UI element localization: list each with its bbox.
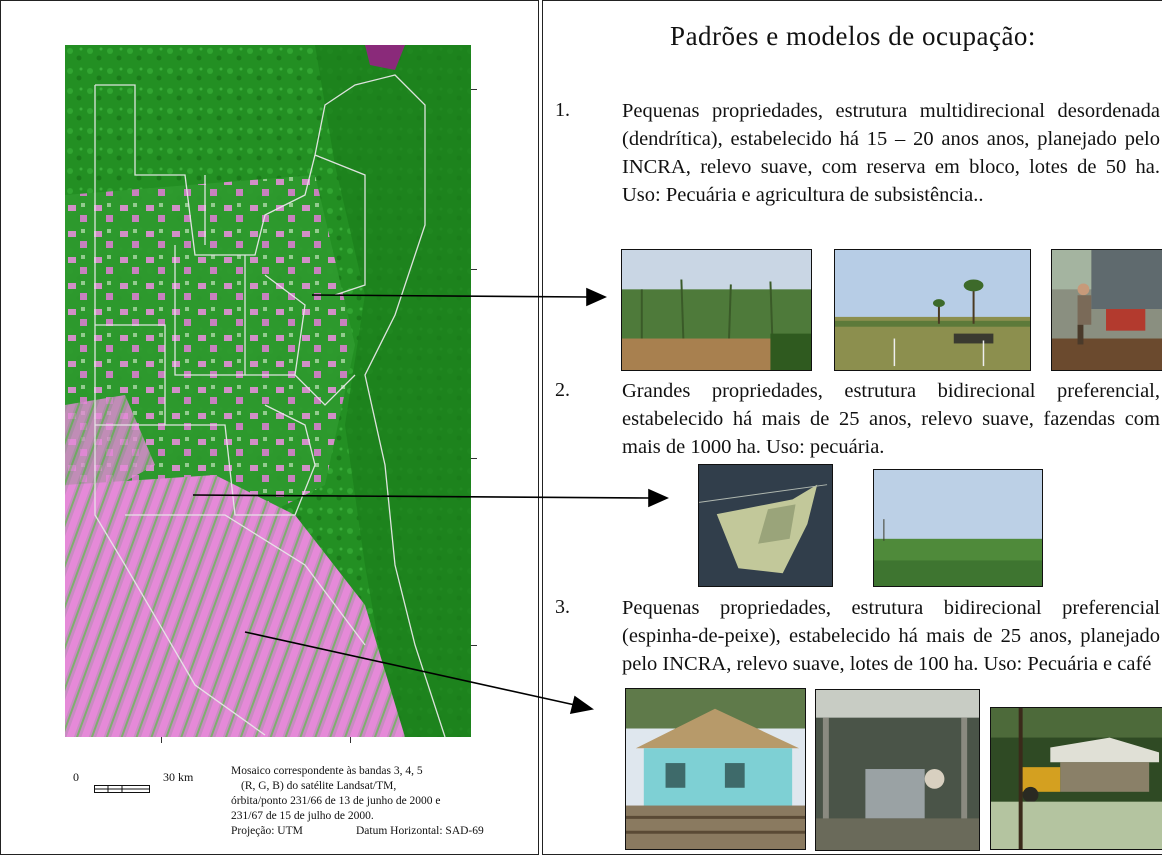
scale-bar <box>94 785 150 793</box>
caption-projection: Projeção: UTM <box>231 825 303 837</box>
item-number: 2. <box>555 379 570 401</box>
satellite-mosaic-image <box>65 45 471 737</box>
map-tick <box>471 458 477 459</box>
item-text: Pequenas propriedades, estrutura bidirec… <box>622 597 1160 675</box>
scale-zero-label: 0 <box>73 770 79 784</box>
item-number: 1. <box>555 99 570 121</box>
caption-line: órbita/ponto 231/66 de 13 de junho de 20… <box>231 795 441 807</box>
photo-farm-worker <box>1051 249 1162 371</box>
item-number: 3. <box>555 596 570 618</box>
page-title: Padrões e modelos de ocupação: <box>670 21 1036 51</box>
scale-distance-label: 30 km <box>163 770 194 784</box>
map-panel: 0 30 km Mosaico correspondente às bandas… <box>0 0 539 855</box>
caption-line: (R, G, B) do satélite Landsat/TM, <box>241 780 397 792</box>
map-tick <box>471 89 477 90</box>
caption-datum: Datum Horizontal: SAD-69 <box>356 825 484 837</box>
photo-open-pasture <box>873 469 1043 587</box>
map-tick <box>471 645 477 646</box>
item-text: Pequenas propriedades, estrutura multidi… <box>622 100 1160 206</box>
caption-line: Mosaico correspondente às bandas 3, 4, 5 <box>231 765 423 777</box>
photo-tractor-shed <box>990 707 1162 850</box>
photo-aerial-clearing <box>698 464 833 587</box>
photo-shed-machinery <box>815 689 980 851</box>
map-tick <box>471 269 477 270</box>
photo-pasture-tree <box>834 249 1031 371</box>
item-text: Grandes propriedades, estrutura bidireci… <box>622 380 1160 458</box>
photo-forest-clearing <box>621 249 812 371</box>
caption-line: 231/67 de 15 de julho de 2000. <box>231 810 374 822</box>
patterns-panel: Padrões e modelos de ocupação: 1. Pequen… <box>542 0 1162 855</box>
map-tick <box>161 737 162 743</box>
map-tick <box>350 737 351 743</box>
photo-house <box>625 688 806 850</box>
